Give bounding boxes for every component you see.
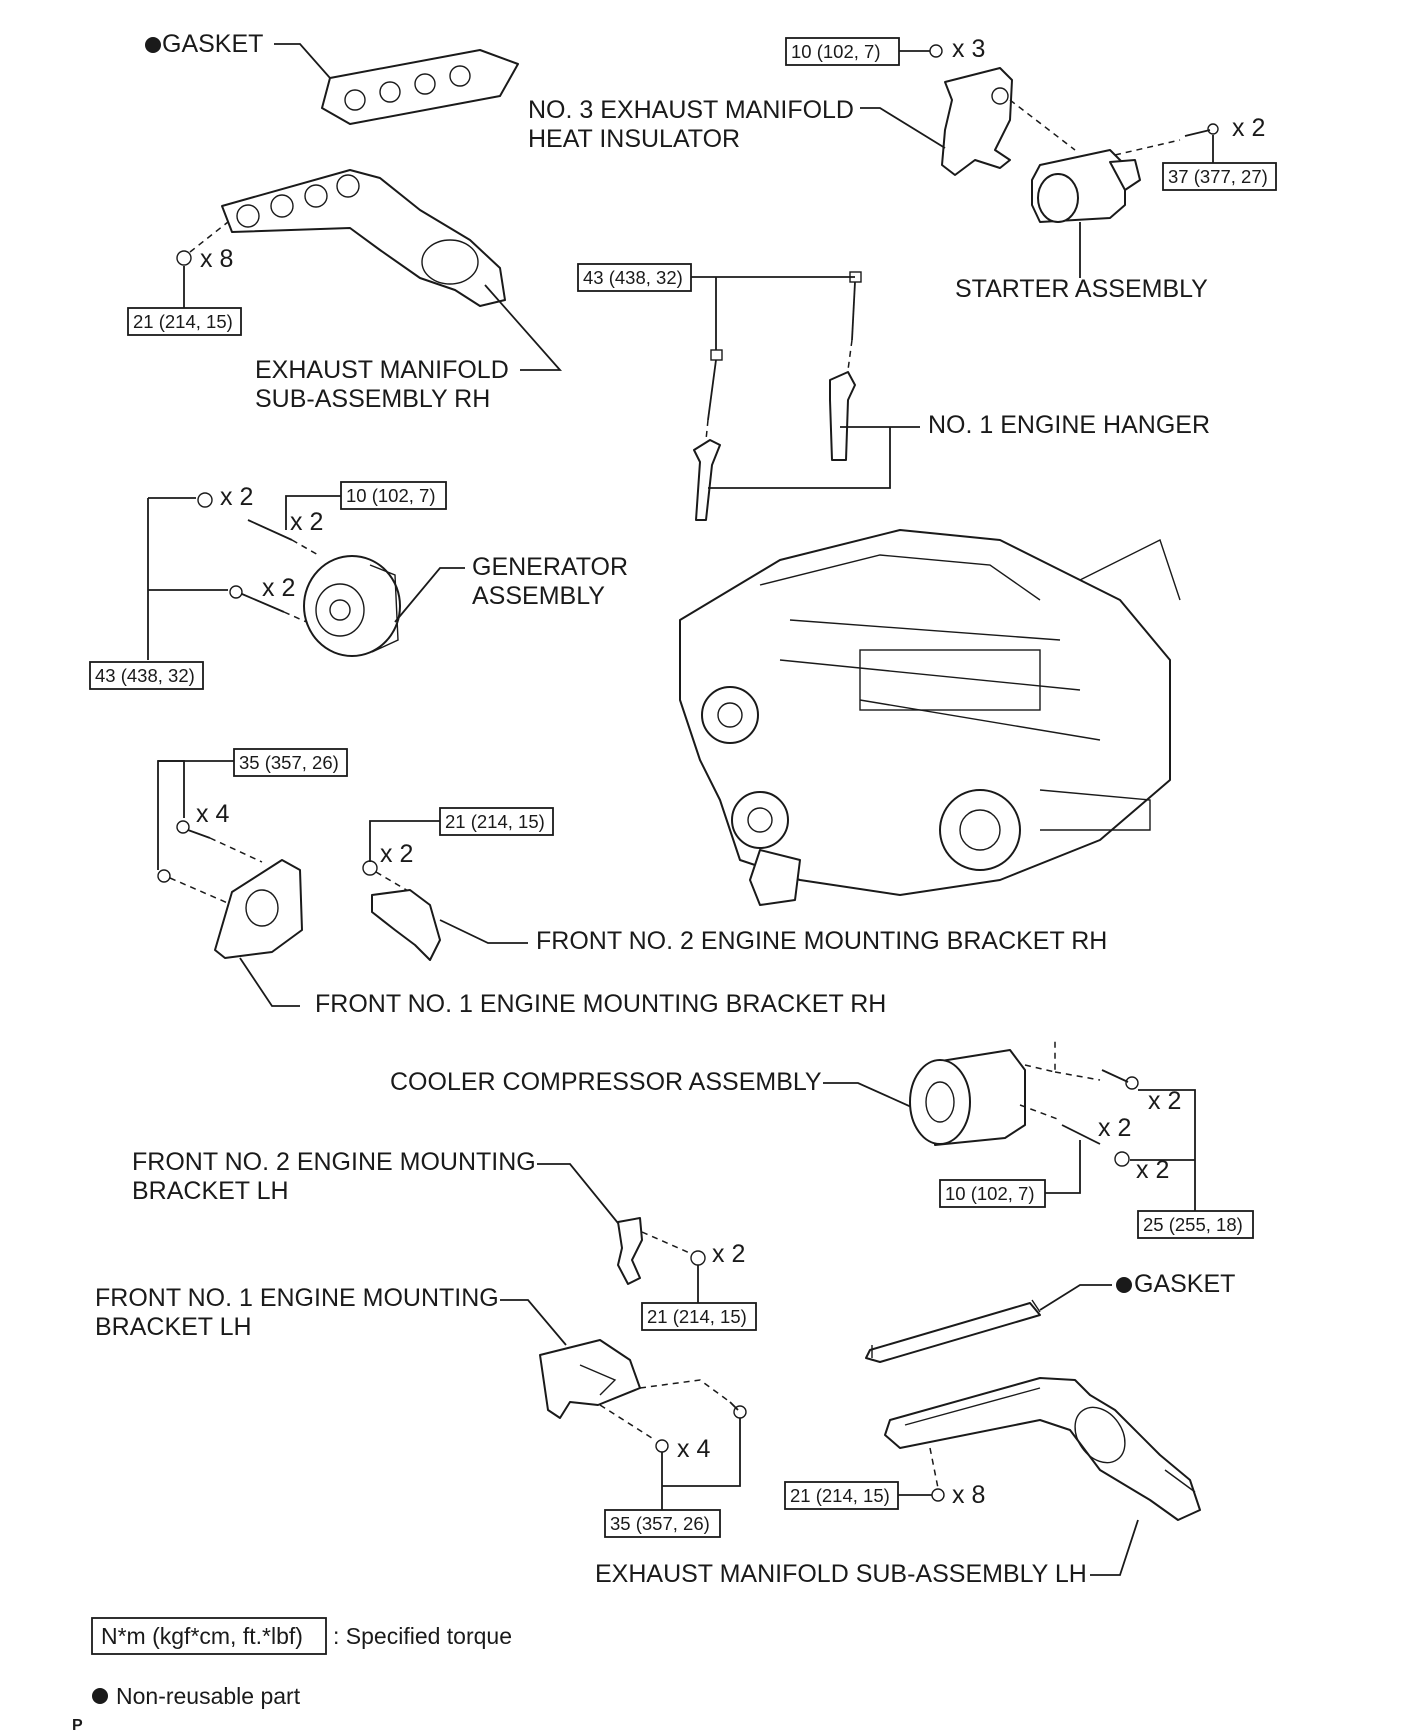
front2-lh-label-2: BRACKET LH (132, 1177, 289, 1205)
starter-label: STARTER ASSEMBLY (955, 275, 1208, 303)
generator-label-1: GENERATOR (472, 553, 628, 581)
engine-assembly-part (679, 529, 1181, 906)
cooler-nut-icon (1114, 1151, 1130, 1167)
exhaust-rh-torque: 21 (214, 15) (133, 311, 233, 332)
starter-torque: 37 (377, 27) (1168, 166, 1268, 187)
front2-lh-qty: x 2 (712, 1240, 745, 1268)
exhaust-rh-nut-icon (176, 250, 192, 266)
engine-hanger-torque: 43 (438, 32) (583, 267, 683, 288)
legend-non-reusable-dot-icon (92, 1688, 108, 1704)
gasket-rh-part (321, 49, 519, 125)
gasket-lh-non-reusable-dot-icon (1116, 1277, 1132, 1293)
exhaust-manifold-rh-part (221, 169, 506, 307)
gasket-lh-label: GASKET (1134, 1270, 1235, 1298)
front1-lh-upper-bolt-icon (729, 1401, 747, 1419)
cooler-stud-icon (1061, 1124, 1101, 1145)
cooler-upper-bolt-icon (1101, 1069, 1139, 1090)
front1-rh-qty: x 4 (196, 800, 229, 828)
generator-stud-icon (247, 519, 293, 541)
exhaust-lh-label: EXHAUST MANIFOLD SUB-ASSEMBLY LH (595, 1560, 1087, 1588)
heat-insulator-qty: x 3 (952, 35, 985, 63)
front2-lh-torque: 21 (214, 15) (647, 1306, 747, 1327)
cooler-stud-qty: x 2 (1098, 1114, 1131, 1142)
legend-unit-text: N*m (kgf*cm, ft.*lbf) (101, 1623, 303, 1649)
heat-insulator-bolt-icon (929, 44, 943, 58)
front2-lh-bracket-part (617, 1217, 643, 1285)
legend-non-reusable-text: Non-reusable part (116, 1683, 301, 1709)
front2-rh-torque: 21 (214, 15) (445, 811, 545, 832)
engine-hanger-left-part (693, 439, 721, 521)
heat-insulator-torque: 10 (102, 7) (791, 41, 880, 62)
front1-lh-torque: 35 (357, 26) (610, 1513, 710, 1534)
front1-lh-qty: x 4 (677, 1435, 710, 1463)
legend-torque-box (91, 1617, 327, 1655)
front1-rh-bracket-part (214, 859, 303, 959)
exhaust-rh-label-1: EXHAUST MANIFOLD (255, 356, 509, 384)
front1-lh-label-2: BRACKET LH (95, 1313, 252, 1341)
generator-assembly-part (303, 555, 401, 657)
exhaust-manifold-lh-part (884, 1377, 1201, 1521)
front1-lh-lower-bolt-icon (655, 1439, 669, 1453)
engine-hanger-right-part (829, 371, 856, 461)
engine-hanger-bolt-left-icon (707, 349, 723, 421)
starter-assembly-part (1031, 149, 1141, 223)
front2-rh-label: FRONT NO. 2 ENGINE MOUNTING BRACKET RH (536, 927, 1107, 955)
generator-label-2: ASSEMBLY (472, 582, 605, 610)
front1-rh-label: FRONT NO. 1 ENGINE MOUNTING BRACKET RH (315, 990, 886, 1018)
heat-insulator-label-1: NO. 3 EXHAUST MANIFOLD (528, 96, 854, 124)
starter-bolt-icon (1184, 123, 1219, 137)
front1-rh-torque: 35 (357, 26) (239, 752, 339, 773)
front2-rh-nut-icon (362, 860, 378, 876)
front2-rh-bracket-part (371, 889, 441, 961)
engine-hanger-label: NO. 1 ENGINE HANGER (928, 411, 1210, 439)
exhaust-rh-label-2: SUB-ASSEMBLY RH (255, 385, 490, 413)
front2-rh-qty: x 2 (380, 840, 413, 868)
cooler-upper-qty: x 2 (1148, 1087, 1181, 1115)
legend-unit-desc: : Specified torque (333, 1623, 512, 1649)
heat-insulator-label-2: HEAT INSULATOR (528, 125, 740, 153)
front1-rh-bolt-icon (176, 820, 211, 839)
gasket-lh-part (865, 1299, 1041, 1363)
front2-lh-label-1: FRONT NO. 2 ENGINE MOUNTING (132, 1148, 536, 1176)
generator-bolt-icon (229, 585, 285, 613)
non-reusable-dot-icon (145, 37, 161, 53)
corner-mark: P (72, 1717, 83, 1734)
front1-lh-label-1: FRONT NO. 1 ENGINE MOUNTING (95, 1284, 499, 1312)
generator-stud-qty: x 2 (290, 508, 323, 536)
cooler-compressor-part (909, 1049, 1026, 1146)
exhaust-lh-nut-icon (931, 1488, 945, 1502)
engine-hanger-bolt-right-icon (849, 271, 862, 341)
cooler-bolt-torque: 25 (255, 18) (1143, 1214, 1243, 1235)
front1-lh-bracket-part (539, 1339, 641, 1419)
generator-nut-icon (197, 492, 213, 508)
starter-qty: x 2 (1232, 114, 1265, 142)
cooler-stud-torque: 10 (102, 7) (945, 1183, 1034, 1204)
exhaust-lh-qty: x 8 (952, 1481, 985, 1509)
heat-insulator-part (941, 67, 1013, 176)
front1-rh-nut-icon (157, 869, 171, 883)
generator-nut-qty: x 2 (220, 483, 253, 511)
gasket-rh-label: GASKET (162, 30, 263, 58)
front2-lh-nut-icon (690, 1250, 706, 1266)
exhaust-lh-torque: 21 (214, 15) (790, 1485, 890, 1506)
generator-lower-torque: 43 (438, 32) (95, 665, 195, 686)
generator-bolt-qty: x 2 (262, 574, 295, 602)
cooler-label: COOLER COMPRESSOR ASSEMBLY (390, 1068, 822, 1096)
generator-upper-torque: 10 (102, 7) (346, 485, 435, 506)
exhaust-rh-qty: x 8 (200, 245, 233, 273)
